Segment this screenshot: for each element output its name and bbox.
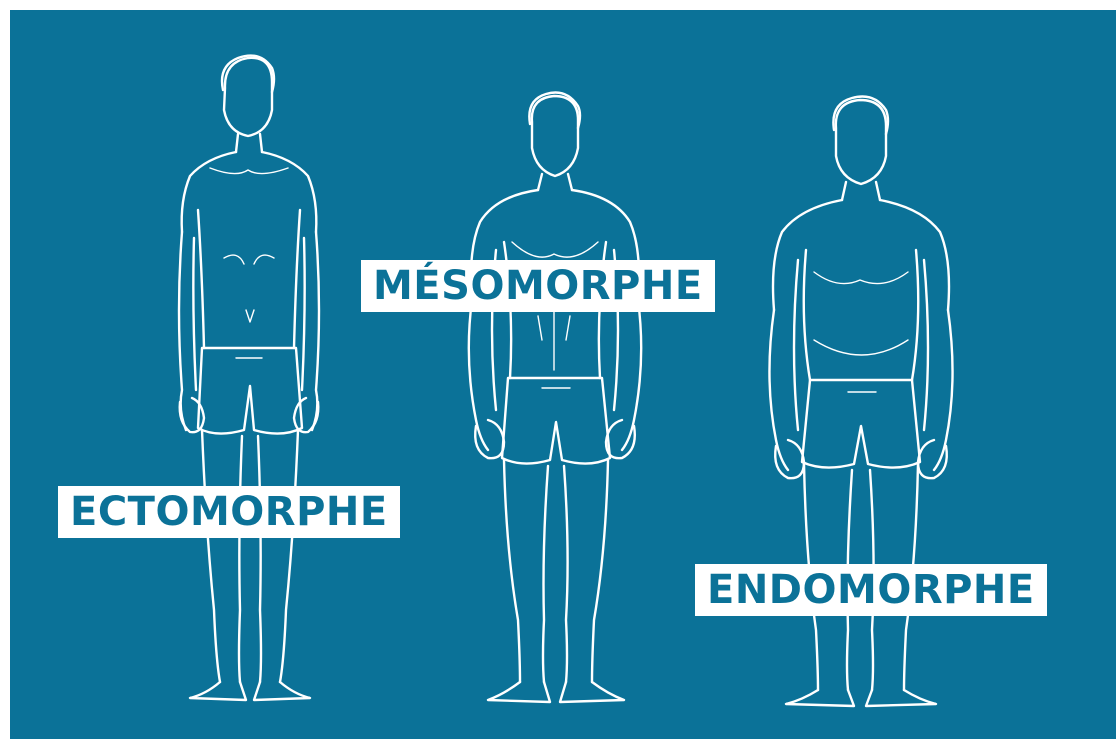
ectomorph-label: ECTOMORPHE [58,486,400,538]
mesomorph-label: MÉSOMORPHE [361,260,715,312]
ectomorph-figure [179,56,319,700]
mesomorph-figure [469,93,641,703]
body-types-illustration: ECTOMORPHE MÉSOMORPHE ENDOMORPHE [10,10,1116,739]
body-figures [10,10,1116,739]
endomorph-label: ENDOMORPHE [695,564,1047,616]
